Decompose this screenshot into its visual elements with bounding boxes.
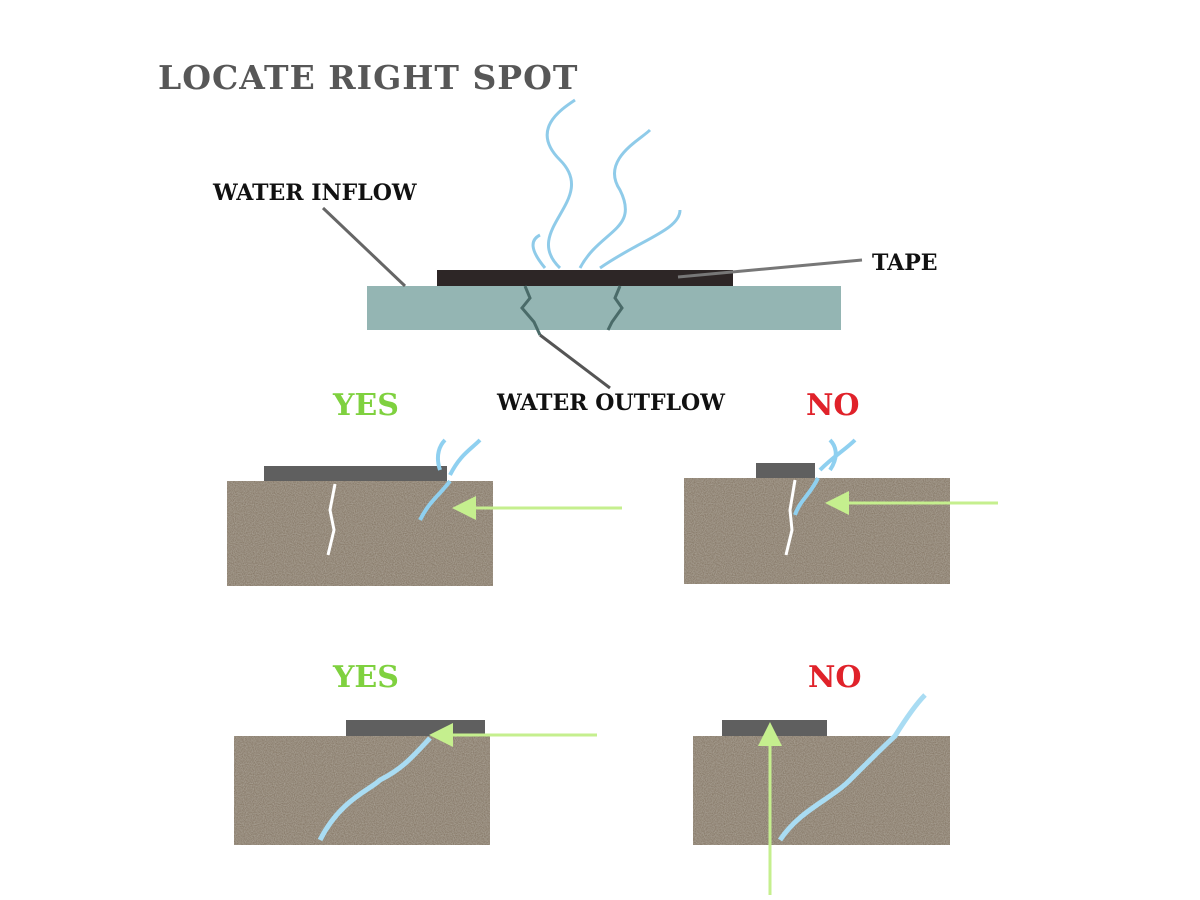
tape-bar — [437, 270, 733, 286]
verdict-yes: YES — [333, 388, 399, 423]
verdict-no: NO — [808, 660, 862, 695]
verdict-no: NO — [806, 388, 860, 423]
water-crack-icon — [777, 693, 927, 842]
water-crack-icon — [317, 736, 432, 842]
label-water-inflow: WATER INFLOW — [213, 180, 417, 206]
label-tape: TAPE — [872, 250, 938, 276]
page-title: LOCATE RIGHT SPOT — [158, 58, 579, 97]
panel-no-2 — [693, 693, 950, 895]
water-leak-icon — [793, 438, 857, 516]
water-splash-icon — [531, 98, 682, 270]
panel-yes-1 — [227, 438, 622, 586]
verdict-yes: YES — [333, 660, 399, 695]
tape-bar — [722, 720, 827, 736]
crack — [520, 285, 542, 336]
top-diagram — [321, 98, 863, 390]
slab — [367, 286, 841, 330]
leader-line — [539, 333, 611, 390]
crack — [326, 483, 337, 556]
tape-bar — [756, 463, 815, 478]
tape-bar — [264, 466, 447, 481]
crack — [784, 479, 797, 556]
label-water-outflow: WATER OUTFLOW — [497, 390, 725, 416]
crack — [606, 285, 624, 331]
water-leak-icon — [418, 438, 482, 521]
panel-yes-2 — [234, 720, 597, 845]
panel-no-1 — [684, 438, 998, 584]
leader-line — [321, 206, 407, 288]
leader-line — [677, 258, 863, 279]
